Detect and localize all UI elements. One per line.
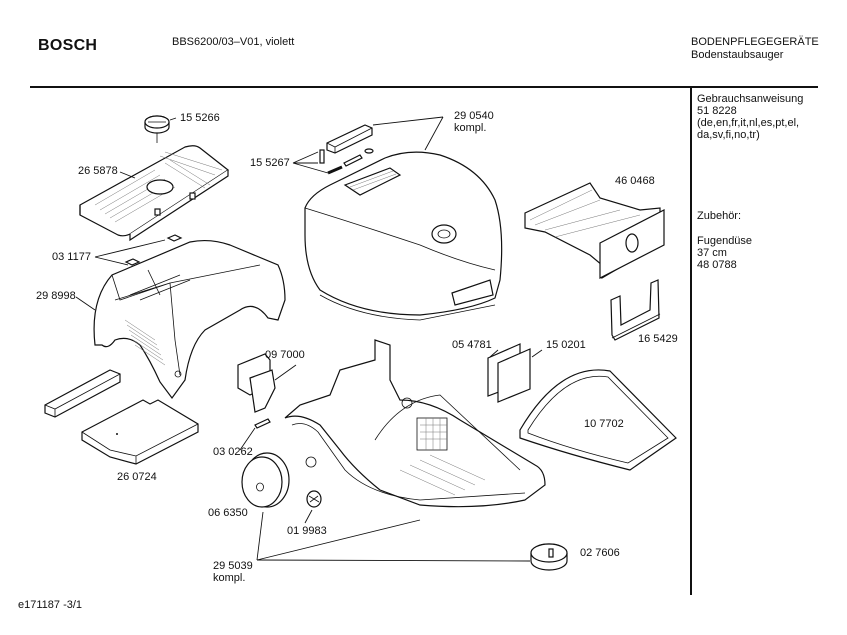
accessory-number: 48 0788 [697,259,737,271]
seal-drawing [519,369,677,471]
part-number: 29 0540 [454,110,494,122]
filter-pads-drawing [487,343,531,403]
top-cover-drawing [304,151,503,321]
part-label-054781: 05 4781 [452,339,492,351]
category-block: BODENPFLEGEGERÄTE Bodenstaubsauger [691,36,819,62]
part-label-030262: 03 0262 [213,446,253,458]
switch-slider-drawing [237,353,276,429]
sidebar-divider [690,88,692,595]
part-label-260724: 26 0724 [117,471,157,483]
part-suffix: kompl. [213,572,246,584]
brand-logo: BOSCH [38,37,98,54]
latch-parts-drawing [319,124,374,175]
document-id: e171187 -3/1 [18,599,83,611]
base-body-drawing [284,339,546,508]
accessory-size: 37 cm [697,247,727,259]
part-label-298998: 29 8998 [36,290,76,302]
part-label-460468: 46 0468 [615,175,655,187]
part-label-019983: 01 9983 [287,525,327,537]
model-designation: BBS6200/03–V01, violett [172,36,295,48]
part-label-097000: 09 7000 [265,349,305,361]
accessory-name: Fugendüse [697,235,753,247]
clips-drawing [124,234,183,266]
retaining-ring-drawing [306,490,322,508]
part-label-150201: 15 0201 [546,339,586,351]
part-suffix: kompl. [454,122,487,134]
knob-drawing [144,115,170,143]
part-label-066350: 06 6350 [208,507,248,519]
header-divider [30,86,818,88]
part-label-265878: 26 5878 [78,165,118,177]
filter-plate-drawing [44,369,199,465]
manual-number: 51 8228 [697,105,737,117]
manual-info: Gebrauchsanweisung 51 8228 (de,en,fr,it,… [697,93,803,141]
accessories-title: Zubehör: [697,210,742,222]
part-number: 29 5039 [213,560,253,572]
manual-title: Gebrauchsanweisung [697,93,804,105]
filter-cover-drawing [79,145,230,242]
part-label-290540: 29 0540 kompl. [454,110,494,134]
part-label-107702: 10 7702 [584,418,624,430]
category-title: BODENPFLEGEGERÄTE [691,36,819,48]
housing-shell-drawing [93,239,286,400]
manual-languages-cont: da,sv,fi,no,tr) [697,129,760,141]
manual-languages: (de,en,fr,it,nl,es,pt,el, [697,117,800,129]
accessory-info: Fugendüse 37 cm 48 0788 [697,235,752,271]
castor-drawing [530,543,568,571]
part-label-031177: 03 1177 [52,251,91,263]
dust-bag-drawing [524,182,665,280]
bag-holder-drawing [610,279,661,341]
part-label-295039: 29 5039 kompl. [213,560,253,584]
part-label-155266: 15 5266 [180,112,220,124]
part-label-155267: 15 5267 [250,157,290,169]
part-label-165429: 16 5429 [638,333,678,345]
subcategory-title: Bodenstaubsauger [691,49,784,61]
wheel-drawing [241,452,290,508]
part-label-027606: 02 7606 [580,547,620,559]
leader-lines [75,116,543,562]
